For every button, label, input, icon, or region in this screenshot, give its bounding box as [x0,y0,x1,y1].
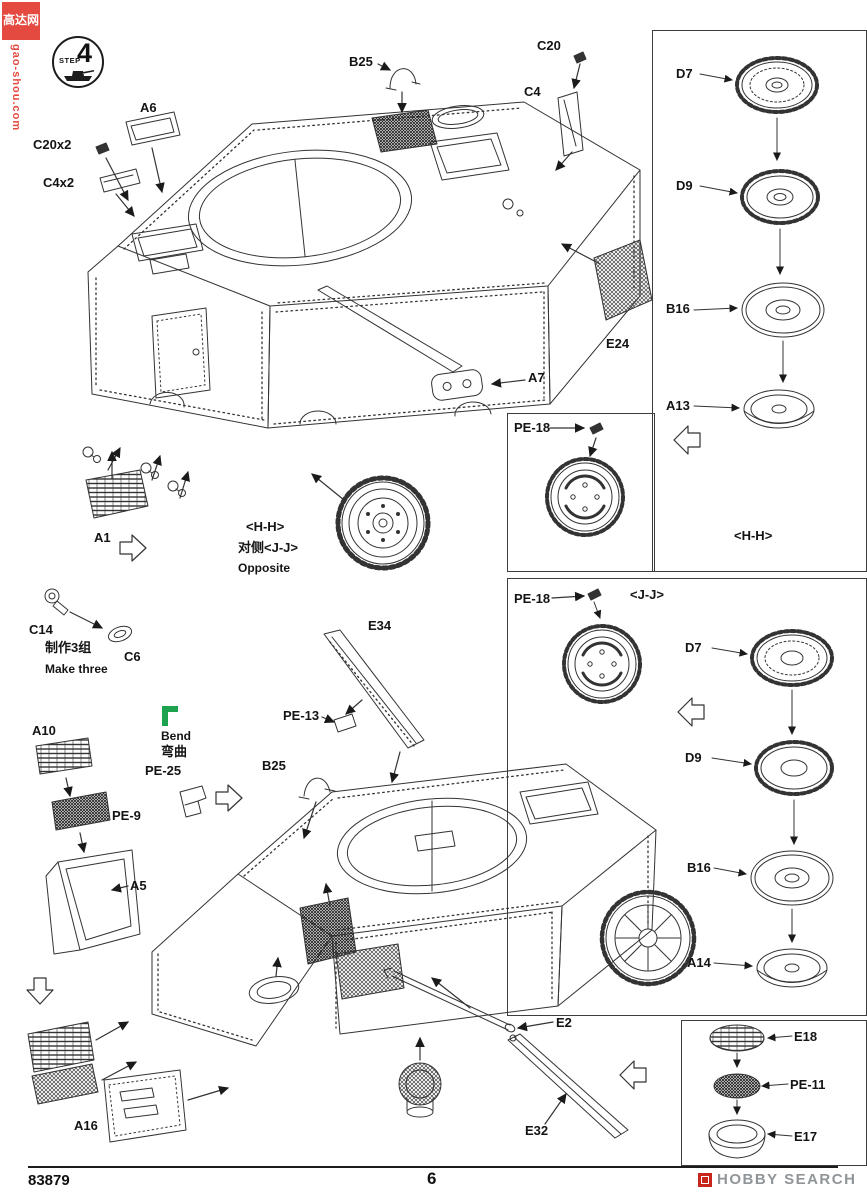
step-label: STEP [59,56,81,65]
watermark-logo: 高达网 [2,2,40,40]
page-number: 6 [427,1169,437,1188]
part-label-b25-bottom: B25 [262,758,286,773]
part-label-d9-jj: D9 [685,750,702,765]
part-label-e24: E24 [606,336,630,351]
part-label-a7: A7 [528,370,545,385]
part-label-e34: E34 [368,618,392,633]
view-label-hh-main: <H-H> [246,519,285,534]
part-label-b25-top: B25 [349,54,373,69]
tank-icon [64,70,94,81]
part-label-e2: E2 [556,1015,572,1030]
part-label-a13: A13 [666,398,690,413]
part-label-d9-hh: D9 [676,178,693,193]
part-label-c4x2: C4x2 [43,175,75,190]
part-label-pe11: PE-11 [790,1077,826,1092]
part-label-c20x2: C20x2 [33,137,72,152]
part-label-a10: A10 [32,723,56,738]
hobby-search-logo-icon [698,1172,712,1187]
step-badge: STEP 4 [52,36,104,88]
brand-text: HOBBY SEARCH [717,1171,857,1188]
part-label-pe13: PE-13 [283,708,320,723]
watermark-site: gao-shou.com [10,44,22,132]
part-label-pe18-jj: PE-18 [514,591,551,606]
kit-number: 83879 [28,1172,70,1189]
footer-divider [28,1166,838,1168]
part-label-e17: E17 [794,1129,818,1144]
note-opposite-cn: 对侧<J-J> [238,540,298,555]
part-label-a1: A1 [94,530,111,545]
note-opposite-en: Opposite [238,561,291,575]
part-label-a14: A14 [687,955,711,970]
part-label-e32: E32 [525,1123,549,1138]
panel-hub-hh [507,413,655,572]
view-label-hh-panel: <H-H> [734,528,773,543]
note-bend-en: Bend [161,729,191,743]
part-label-c20: C20 [537,38,561,53]
part-label-d7-hh: D7 [676,66,693,81]
part-label-a5: A5 [130,878,147,893]
part-label-a16: A16 [74,1118,98,1133]
part-label-b16-jj: B16 [687,860,711,875]
part-label-c6: C6 [124,649,141,664]
step-number: 4 [77,38,93,68]
part-label-b16-hh: B16 [666,301,690,316]
part-label-e18: E18 [794,1029,818,1044]
part-label-c4: C4 [524,84,541,99]
note-make-three-en: Make three [45,662,108,676]
part-label-d7-jj: D7 [685,640,702,655]
note-make-three-cn: 制作3组 [45,640,92,655]
part-label-pe25: PE-25 [145,763,182,778]
brand-logo: HOBBY SEARCH [698,1171,856,1188]
part-label-c14: C14 [29,622,53,637]
part-label-pe9: PE-9 [112,808,141,823]
note-bend-cn: 弯曲 [161,744,188,759]
part-label-pe18-hh: PE-18 [514,420,551,435]
view-label-jj: <J-J> [630,587,664,602]
part-label-a6: A6 [140,100,157,115]
